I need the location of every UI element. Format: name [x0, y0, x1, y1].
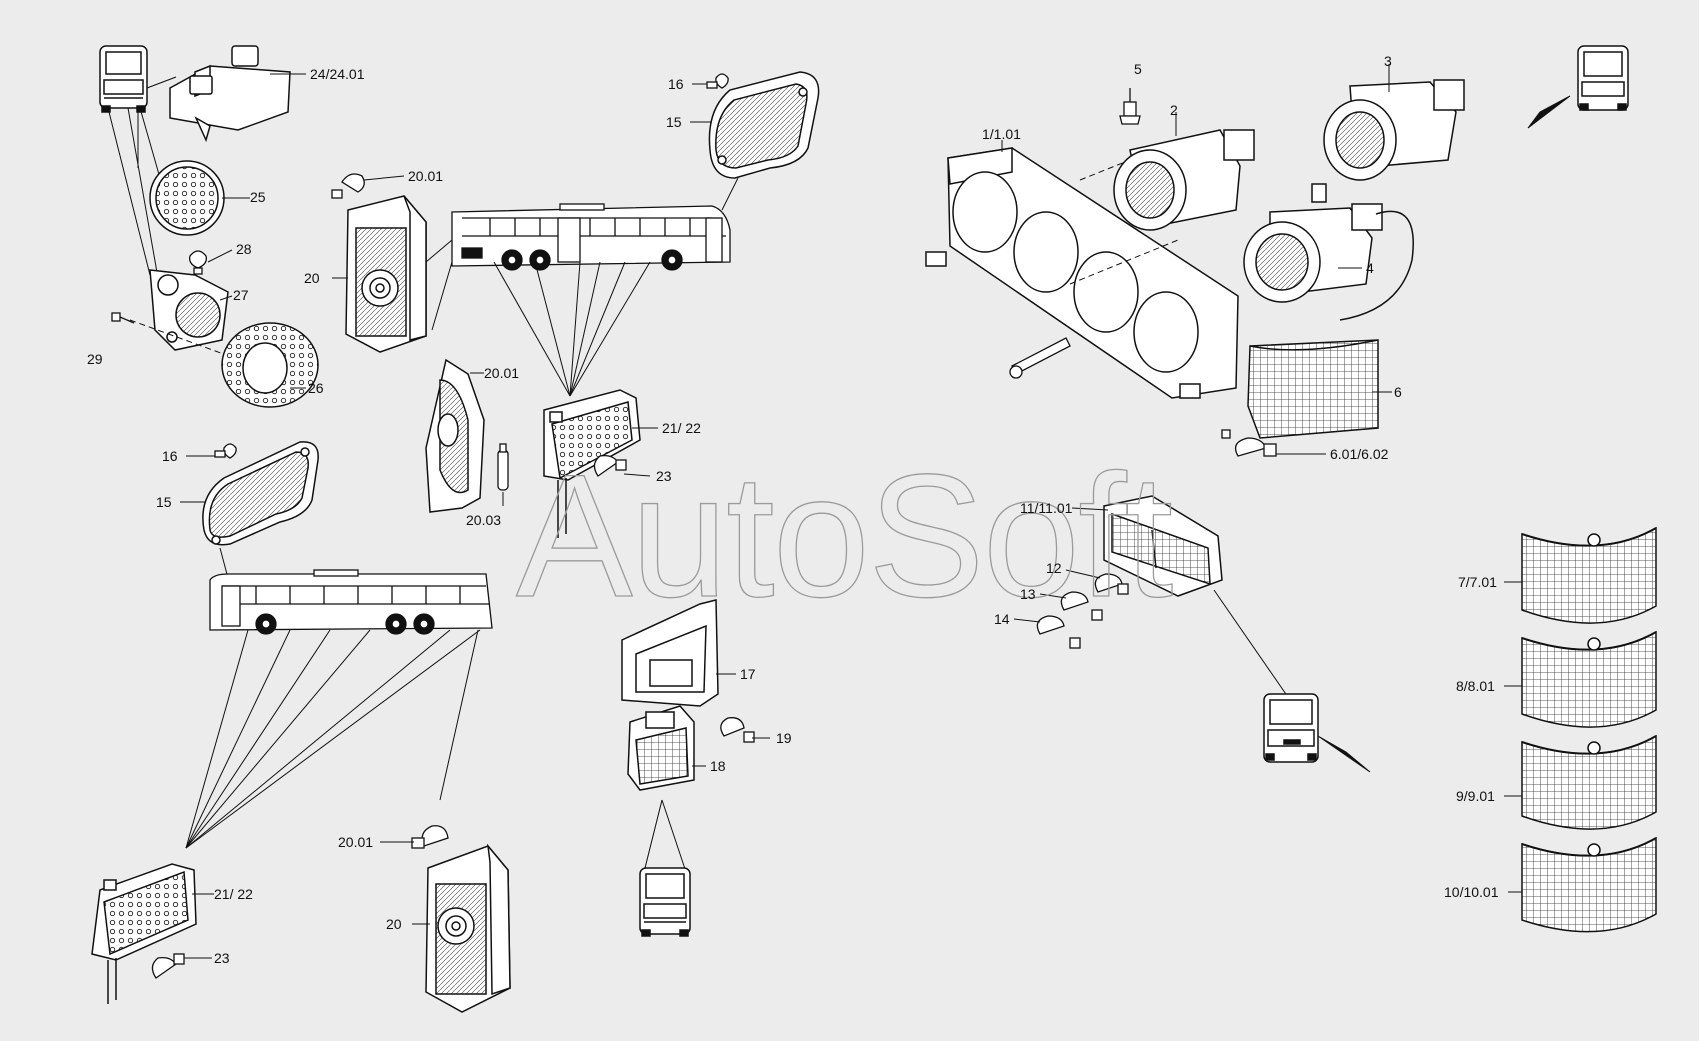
- callout-2: 2: [1170, 102, 1178, 118]
- callout-2122-top: 21/ 22: [662, 420, 701, 436]
- callout-18: 18: [710, 758, 726, 774]
- tail-lamp-10: [1521, 836, 1657, 933]
- bulb-19-icon: [720, 717, 755, 743]
- callout-29: 29: [87, 351, 103, 367]
- leader-lines-2122-bottom: [185, 629, 481, 849]
- bus-front-view-icon: [99, 45, 148, 113]
- headlamp-unit-3: [1323, 79, 1465, 181]
- bus-rear-view-bottom-icon: [1263, 693, 1319, 763]
- callout-17: 17: [740, 666, 756, 682]
- callout-8: 8/8.01: [1456, 678, 1495, 694]
- callout-15-top: 15: [666, 114, 682, 130]
- callout-25: 25: [250, 189, 266, 205]
- callout-26: 26: [308, 380, 324, 396]
- callout-3: 3: [1384, 53, 1392, 69]
- leader-lines-2122-top: [493, 261, 651, 397]
- bulb-2001-bottom-icon: [411, 825, 449, 849]
- callout-2001-top: 20.01: [408, 168, 443, 184]
- callout-23-top: 23: [656, 468, 672, 484]
- callout-12: 12: [1046, 560, 1062, 576]
- callout-5: 5: [1134, 61, 1142, 77]
- bulb-2001-top-icon: [331, 173, 365, 199]
- lamp-18: [627, 705, 695, 791]
- bus-rear-view-top-right-icon: [1577, 45, 1629, 111]
- callout-15-left: 15: [156, 494, 172, 510]
- headlamp-housing-1: [925, 147, 1239, 399]
- callout-16-left: 16: [162, 448, 178, 464]
- bulb-13-icon: [1060, 591, 1103, 621]
- callout-11: 11/11.01: [1020, 500, 1073, 516]
- callout-20-bottom: 20: [386, 916, 402, 932]
- bulb-16-top-icon: [706, 73, 729, 89]
- callout-labels: 24/24.01 25 28 27 29 26 16 15 20.01 20 2…: [87, 53, 1499, 966]
- callout-20-top: 20: [304, 270, 320, 286]
- side-marker-2122-top: [543, 389, 641, 538]
- callout-2001-mid: 20.01: [484, 365, 519, 381]
- tail-lamp-9: [1521, 734, 1657, 830]
- lamp-housing-17: [621, 599, 719, 707]
- lamp-bezel-26: [221, 322, 319, 408]
- arrow-icon: [1527, 95, 1571, 129]
- callout-19: 19: [776, 730, 792, 746]
- bulb-5-icon: [1119, 88, 1141, 125]
- side-marker-2122-bottom: [91, 863, 197, 1004]
- screw-29-icon: [111, 312, 135, 324]
- bulb-28-icon: [189, 250, 207, 275]
- callout-1: 1/1.01: [982, 126, 1021, 142]
- marker-lamp-24: [169, 45, 291, 143]
- leader-lines-24-group: [107, 107, 163, 279]
- callout-13: 13: [1020, 586, 1036, 602]
- side-marker-2001: [425, 358, 485, 513]
- leader-lines-18: [643, 799, 687, 873]
- bulb-14-icon: [1036, 615, 1081, 649]
- bulb-16-left-icon: [214, 443, 237, 459]
- callout-16-top: 16: [668, 76, 684, 92]
- rear-lamp-20-bottom: [425, 843, 511, 1013]
- watermark-text: AutoSoft: [516, 439, 1173, 634]
- callout-2122-bottom: 21/ 22: [214, 886, 253, 902]
- callout-24: 24/24.01: [310, 66, 365, 82]
- callout-2003: 20.03: [466, 512, 501, 528]
- lamp-holder-27: [149, 269, 229, 351]
- callout-23-bottom: 23: [214, 950, 230, 966]
- indicator-lamp-6: [1247, 339, 1379, 439]
- callout-6: 6: [1394, 384, 1402, 400]
- callout-14: 14: [994, 611, 1010, 627]
- bus-side-view-top: [451, 203, 731, 271]
- bus-front-view-icon: [639, 867, 691, 937]
- callout-10: 10/10.01: [1444, 884, 1499, 900]
- bulb-601-icon: [1221, 429, 1277, 457]
- tail-lamp-8: [1521, 630, 1657, 728]
- bulb-12-icon: [1094, 573, 1129, 595]
- bulb-2003-icon: [497, 443, 509, 491]
- bulb-23-bottom-icon: [151, 953, 185, 979]
- side-lamp-15-top: [708, 71, 820, 179]
- callout-2001-bottom: 20.01: [338, 834, 373, 850]
- callout-7: 7/7.01: [1458, 574, 1497, 590]
- side-lamp-15-left: [202, 441, 319, 546]
- callout-601: 6.01/6.02: [1330, 446, 1389, 462]
- headlamp-unit-4: [1243, 183, 1414, 321]
- bolt-icon: [1009, 337, 1071, 379]
- round-lamp-25: [149, 160, 225, 236]
- bus-side-view-bottom: [209, 569, 493, 635]
- arrow-icon: [1317, 735, 1371, 773]
- tail-lamp-11: [1103, 495, 1223, 597]
- callout-28: 28: [236, 241, 252, 257]
- headlamp-unit-2: [1113, 129, 1255, 231]
- tail-lamp-7: [1521, 526, 1657, 624]
- bulb-23-top-icon: [593, 454, 627, 477]
- rear-lamp-20-top: [345, 195, 427, 353]
- callout-4: 4: [1366, 260, 1374, 276]
- callout-27: 27: [233, 287, 249, 303]
- callout-9: 9/9.01: [1456, 788, 1495, 804]
